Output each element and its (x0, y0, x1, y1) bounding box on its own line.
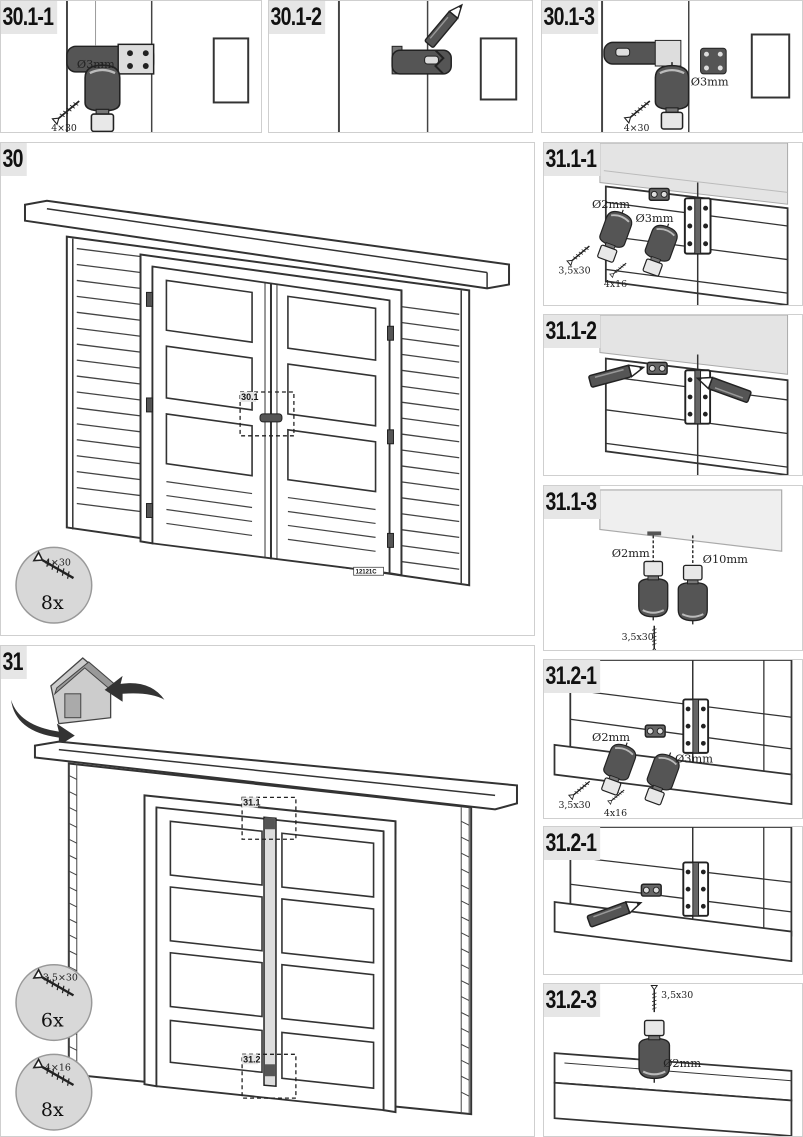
drill-label: Ø2mm (663, 1056, 701, 1070)
screw-a-label: 3,5x30 (558, 265, 590, 276)
step-31-2-1-panel-b: 31.2-1 (543, 826, 803, 975)
step-label: 31.2-3 (544, 984, 601, 1017)
step-30-1-1-illustration: Ø3mm 4×30 (51, 1, 250, 132)
step-31-1-2-illustration (587, 315, 789, 475)
qty2-screw-size: 4×16 (45, 1062, 71, 1073)
door-bar (263, 816, 277, 1088)
step-label: 30.1-1 (1, 1, 58, 34)
screw-icon-a (566, 242, 593, 267)
step-31-illustration: 31.1 31.2 3,5×30 6x 4×16 8x (11, 657, 518, 1131)
fastener-quantity-badge: 4×30 8x (15, 546, 93, 624)
step-31-1-2-panel: 31.1-2 (543, 314, 803, 476)
step-label: 31.1-3 (544, 486, 601, 519)
callout-top-label: 31.1 (243, 797, 260, 807)
screw-size-label: 4×30 (624, 123, 650, 132)
door-frame-block (212, 37, 250, 104)
step-31-1-3-panel: Ø2mm Ø10mm 3,5x30 31.1-3 (543, 485, 803, 651)
step-label: 31.2-1 (544, 660, 601, 693)
part-code: 12121C (356, 570, 378, 576)
step-31-2-3-panel: 3,5x30 Ø2mm 31.2-3 (543, 983, 803, 1137)
screw-a-label: 3,5x30 (558, 800, 590, 811)
hasp-plate (391, 49, 452, 75)
screw-label: 3,5x30 (661, 990, 693, 1001)
step-30-1-3-panel: Ø3mm 4×30 30.1-3 (541, 0, 803, 133)
staple-plate (700, 47, 727, 75)
screw-icon-a (568, 778, 593, 801)
step-31-2-1-illustration-b (553, 827, 793, 963)
screw-label: 3,5x30 (622, 632, 654, 643)
step-label: 30 (1, 143, 27, 176)
drill-icon-a (637, 560, 669, 621)
qty-count: 8x (41, 592, 64, 614)
step-31-1-3-illustration: Ø2mm Ø10mm 3,5x30 (599, 489, 783, 650)
rotate-shed-icon (11, 657, 165, 746)
drill-a-label: Ø2mm (612, 546, 650, 560)
qty-screw-size: 4×30 (45, 557, 71, 568)
left-siding (76, 247, 141, 513)
screw-size-label: 4×30 (51, 123, 77, 132)
step-31-2-1-panel-a: Ø2mm Ø3mm 3,5x30 4x16 31.2-1 (543, 659, 803, 819)
qty2-count: 8x (41, 1099, 64, 1121)
callout-label: 30.1 (241, 392, 258, 402)
screw-icon (650, 984, 659, 1013)
drill-b-label: Ø3mm (635, 211, 673, 225)
drill-b-label: Ø3mm (675, 752, 713, 766)
step-30-panel: 30.1 12121C 4×30 8x 30 (0, 142, 535, 636)
step-31-1-1-illustration: Ø2mm Ø3mm 3,5x30 4x16 (558, 143, 789, 305)
screw-icon (623, 97, 653, 124)
step-31-1-1-panel: Ø2mm Ø3mm 3,5x30 4x16 31.1-1 (543, 142, 803, 306)
screw-b-label: 4x16 (604, 279, 627, 290)
step-31-panel: 31.1 31.2 3,5×30 6x 4×16 8x 31 (0, 645, 535, 1137)
step-30-illustration: 30.1 12121C 4×30 8x (15, 199, 511, 624)
step-31-2-1-illustration-a: Ø2mm Ø3mm 3,5x30 4x16 (553, 660, 793, 818)
step-label: 30.1-3 (542, 1, 599, 34)
bolt-bracket-icon (648, 187, 670, 202)
hinge-icon (682, 698, 710, 754)
drill-b-label: Ø10mm (703, 552, 749, 566)
step-label: 31.2-1 (544, 827, 601, 860)
pencil-icon (423, 1, 467, 49)
step-label: 31 (1, 646, 27, 679)
step-31-2-3-illustration: 3,5x30 Ø2mm (553, 984, 793, 1136)
callout-box-top (241, 796, 297, 840)
callout-bottom-label: 31.2 (243, 1054, 260, 1064)
step-30-1-2-panel: 30.1-2 (268, 0, 533, 133)
fastener-quantity-badge-2: 4×16 8x (15, 1053, 93, 1131)
hinge-icon (682, 861, 710, 917)
drill-a-label: Ø2mm (592, 730, 630, 744)
drill-size-label: Ø3mm (77, 57, 115, 71)
hinge-icon (683, 197, 712, 255)
step-30-1-3-illustration: Ø3mm 4×30 (601, 1, 791, 132)
step-30-1-2-illustration (337, 1, 518, 132)
step-label: 31.1-1 (544, 143, 601, 176)
bolt-bracket-icon (646, 361, 668, 375)
step-30-1-1-panel: Ø3mm 4×30 30.1-1 (0, 0, 262, 133)
step-label: 31.1-2 (544, 315, 601, 348)
screw-b-label: 4x16 (604, 808, 627, 818)
qty1-count: 6x (41, 1009, 64, 1031)
bolt-bracket-icon (644, 724, 666, 738)
drill-a-label: Ø2mm (592, 197, 630, 211)
qty1-screw-size: 3,5×30 (43, 973, 78, 984)
bolt-bracket-icon (640, 883, 662, 897)
right-siding (399, 305, 460, 570)
drill-size-label: Ø3mm (691, 75, 729, 89)
drill-icon-b (677, 564, 709, 625)
fastener-quantity-badge-1: 3,5×30 6x (15, 963, 93, 1042)
step-label: 30.1-2 (269, 1, 326, 34)
